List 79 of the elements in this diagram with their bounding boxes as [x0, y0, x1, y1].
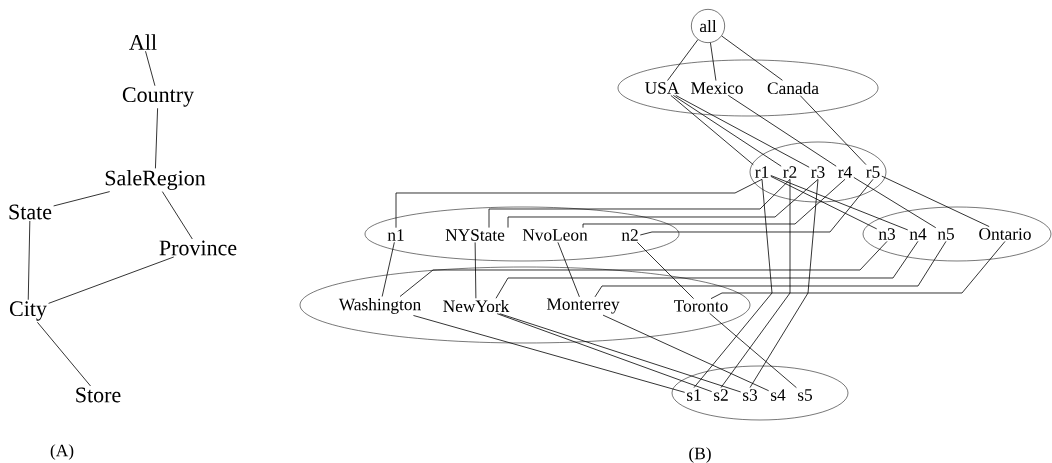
- member-label: NewYork: [443, 299, 510, 313]
- member-label: Ontario: [979, 228, 1031, 240]
- member-label: NvoLeon: [522, 229, 588, 241]
- member-label: s3: [743, 389, 758, 401]
- level-label: State: [9, 204, 52, 220]
- connector-line: [672, 95, 782, 167]
- member-label: s4: [771, 389, 786, 401]
- connector-line: [37, 321, 91, 387]
- panel-label: (B): [689, 447, 711, 463]
- member-label: s5: [798, 389, 813, 401]
- connector-line: [27, 220, 31, 301]
- member-label: Washington: [338, 298, 421, 314]
- connector-line: [720, 178, 791, 388]
- member-label: n2: [621, 229, 638, 241]
- panel-label: (A): [50, 444, 74, 460]
- connector-line: [727, 95, 837, 167]
- connector-line: [602, 314, 770, 392]
- member-label: Canada: [767, 81, 819, 95]
- level-label: All: [129, 34, 157, 50]
- member-label: Monterrey: [546, 298, 620, 314]
- connector-line: [161, 191, 193, 240]
- connector-line: [799, 95, 867, 166]
- connector-line: [675, 95, 810, 168]
- connector-line: [145, 50, 156, 87]
- connector-line: [474, 242, 477, 299]
- member-label: s2: [714, 389, 728, 401]
- member-label: n3: [878, 228, 895, 240]
- connector-line: [395, 178, 763, 229]
- connector-line: [710, 42, 717, 81]
- ellipse-outline: [617, 59, 879, 117]
- level-label: City: [9, 301, 47, 321]
- member-label: r3: [811, 166, 825, 178]
- connector-line: [594, 240, 947, 298]
- ellipse-outline: [671, 365, 849, 421]
- level-label: SaleRegion: [105, 170, 206, 190]
- connector-line: [48, 256, 175, 304]
- member-label: USA: [645, 82, 680, 94]
- connector-line: [381, 241, 395, 297]
- connector-line: [693, 178, 773, 388]
- member-label: Toronto: [674, 300, 728, 312]
- ellipse-outline: [862, 206, 1052, 262]
- member-label: n5: [937, 228, 954, 240]
- level-label: Store: [76, 387, 121, 403]
- connector-line: [721, 35, 783, 81]
- connector-line: [709, 312, 797, 389]
- ellipse-outline: [299, 266, 751, 344]
- connector-line: [639, 178, 874, 236]
- connector-line: [710, 241, 1006, 300]
- member-label: n1: [387, 229, 404, 241]
- connector-line: [770, 175, 878, 230]
- connector-line: [399, 241, 888, 297]
- member-label: NYState: [445, 229, 505, 241]
- connector-line: [749, 179, 819, 388]
- member-label: r2: [783, 166, 797, 178]
- connector-line: [495, 240, 919, 299]
- connector-line: [853, 177, 937, 229]
- connector-line: [557, 241, 580, 298]
- level-label: Country: [122, 87, 194, 107]
- connector-line: [582, 178, 846, 229]
- connector-line: [53, 191, 111, 207]
- ellipse-outline: [364, 206, 680, 262]
- circled-label: all: [691, 9, 725, 43]
- member-label: Mexico: [691, 82, 743, 94]
- connector-line: [413, 315, 686, 393]
- connector-line: [670, 95, 754, 166]
- member-label: s1: [687, 389, 701, 401]
- member-label: n4: [909, 228, 927, 240]
- connector-line: [770, 175, 909, 231]
- connector-line: [636, 241, 695, 300]
- member-label: r5: [866, 166, 880, 178]
- connector-line: [507, 179, 819, 228]
- connector-line: [881, 175, 990, 227]
- member-label: r1: [755, 166, 769, 178]
- connector-line: [488, 178, 791, 228]
- connector-line: [667, 39, 699, 81]
- member-label: r4: [838, 166, 852, 178]
- level-label: Province: [159, 240, 237, 256]
- ellipse-outline: [749, 141, 887, 203]
- connector-line: [155, 107, 158, 169]
